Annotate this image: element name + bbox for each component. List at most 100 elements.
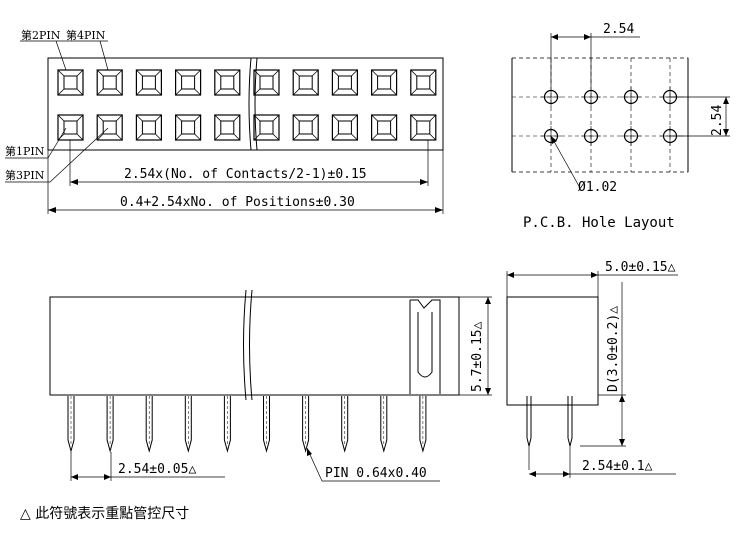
contact-cell <box>410 114 437 141</box>
front-pitch-arrow-right <box>104 474 111 480</box>
label-pin3: 第3PIN <box>5 168 45 182</box>
contact-cell-bevel <box>175 69 182 77</box>
side-pitch-arrow-left <box>529 471 536 477</box>
contact-cell-bevel <box>233 88 241 96</box>
contact-cell-inner <box>298 75 313 90</box>
contact-cell-bevel <box>136 69 143 77</box>
contact-cell-inner <box>181 120 196 135</box>
pcb-holes <box>512 58 688 172</box>
contact-cell <box>371 114 398 141</box>
contact-cell-inner <box>337 75 352 90</box>
contact-cell-outer <box>410 114 437 141</box>
contact-cell-outer <box>292 114 319 141</box>
front-pitch-text: 2.54±0.05△ <box>118 462 196 477</box>
contact-cell-bevel <box>136 133 143 141</box>
contact-cell-bevel <box>292 69 300 77</box>
contact-cell <box>135 114 162 141</box>
contact-window <box>409 299 441 394</box>
front-pin-body <box>341 396 349 453</box>
side-view: 5.0±0.15△ D(3.0±0.2)△ 2.54±0.1△ <box>506 260 678 478</box>
side-depth-arrow-bottom <box>619 439 625 446</box>
contact-cell-inner <box>141 75 156 90</box>
front-pin <box>263 396 270 453</box>
side-pitch-arrow-right <box>563 471 570 477</box>
front-pin <box>67 396 75 453</box>
contact-cell-bevel <box>390 133 397 141</box>
top-break-line-1 <box>248 57 252 151</box>
contact-cells <box>57 69 437 141</box>
front-pin-body <box>419 396 427 453</box>
contact-cell-bevel <box>410 88 418 96</box>
contact-cell-bevel <box>194 114 201 122</box>
contact-cell <box>253 114 280 141</box>
contact-cell-bevel <box>371 114 378 122</box>
contact-cell-outer <box>175 69 202 96</box>
contact-cell-bevel <box>371 133 378 141</box>
contact-cell-bevel <box>311 88 319 96</box>
contact-cell-bevel <box>390 88 397 96</box>
front-pin-body <box>223 396 231 453</box>
contact-cell-inner <box>220 75 235 90</box>
contact-cell-outer <box>253 114 280 141</box>
contact-cell-bevel <box>332 133 339 141</box>
contact-cell-bevel <box>115 88 123 96</box>
contact-cell-bevel <box>214 133 222 141</box>
front-pin-body <box>184 396 192 453</box>
front-pin <box>302 396 310 453</box>
contact-cell-outer <box>135 69 162 96</box>
front-pin <box>223 396 231 453</box>
contact-cell-outer <box>96 114 123 141</box>
front-break-line-1 <box>243 289 247 401</box>
contact-cell-inner <box>377 75 392 90</box>
pcb-hole-layout: 2.54 2.54 Ø1.02 P.C.B. Hole Layout <box>511 22 730 231</box>
contact-cell <box>331 114 358 141</box>
contact-cell <box>214 69 241 96</box>
pin1-leader <box>47 127 67 159</box>
contact-cell-bevel <box>136 114 143 122</box>
side-pin-right <box>567 396 573 447</box>
front-pin-body <box>263 396 270 453</box>
side-depth-arrow-top <box>619 395 625 402</box>
contact-cell-bevel <box>311 133 319 141</box>
contact-cell-bevel <box>115 133 123 141</box>
front-height-arrow-top <box>485 297 491 304</box>
contact-cell <box>57 69 84 96</box>
contact-spring <box>417 312 433 378</box>
contact-cell-bevel <box>429 114 437 122</box>
contact-cell-outer <box>253 69 280 96</box>
contact-cell-bevel <box>410 133 418 141</box>
contact-cell <box>214 114 241 141</box>
contact-cell-outer <box>175 114 202 141</box>
contact-cell <box>253 69 280 96</box>
contact-cell-bevel <box>96 133 104 141</box>
label-pin1: 第1PIN <box>5 144 45 158</box>
front-pin-text: PIN 0.64x0.40 <box>325 466 427 481</box>
contact-cell-inner <box>220 120 235 135</box>
contact-cell-outer <box>57 69 84 96</box>
contact-cell-bevel <box>233 69 241 77</box>
contact-cell-bevel <box>175 88 182 96</box>
contact-cell-bevel <box>390 69 397 77</box>
contact-cell-bevel <box>233 133 241 141</box>
contact-cell-bevel <box>76 114 84 122</box>
contact-cell-bevel <box>332 114 339 122</box>
dim-contacts-arrow-right <box>420 179 428 185</box>
contact-cell-outer <box>57 114 84 141</box>
front-pin-body <box>145 396 153 453</box>
pin2-leader <box>55 40 67 71</box>
contact-cell-outer <box>410 69 437 96</box>
contact-cell-bevel <box>272 69 280 77</box>
contact-cell-bevel <box>429 133 437 141</box>
pcb-dim-h-arrow-right <box>584 34 591 40</box>
contact-cell-bevel <box>155 133 162 141</box>
pcb-hole-leader-arrow <box>551 136 557 144</box>
contact-cell-inner <box>298 120 313 135</box>
contact-cell-outer <box>331 69 358 96</box>
label-pin2: 第2PIN <box>21 28 61 42</box>
contact-cell-inner <box>102 120 117 135</box>
contact-cell-bevel <box>96 88 104 96</box>
front-pin-body <box>67 396 75 453</box>
contact-cell-bevel <box>332 69 339 77</box>
contact-cell-bevel <box>96 69 104 77</box>
contact-cell-bevel <box>351 69 358 77</box>
